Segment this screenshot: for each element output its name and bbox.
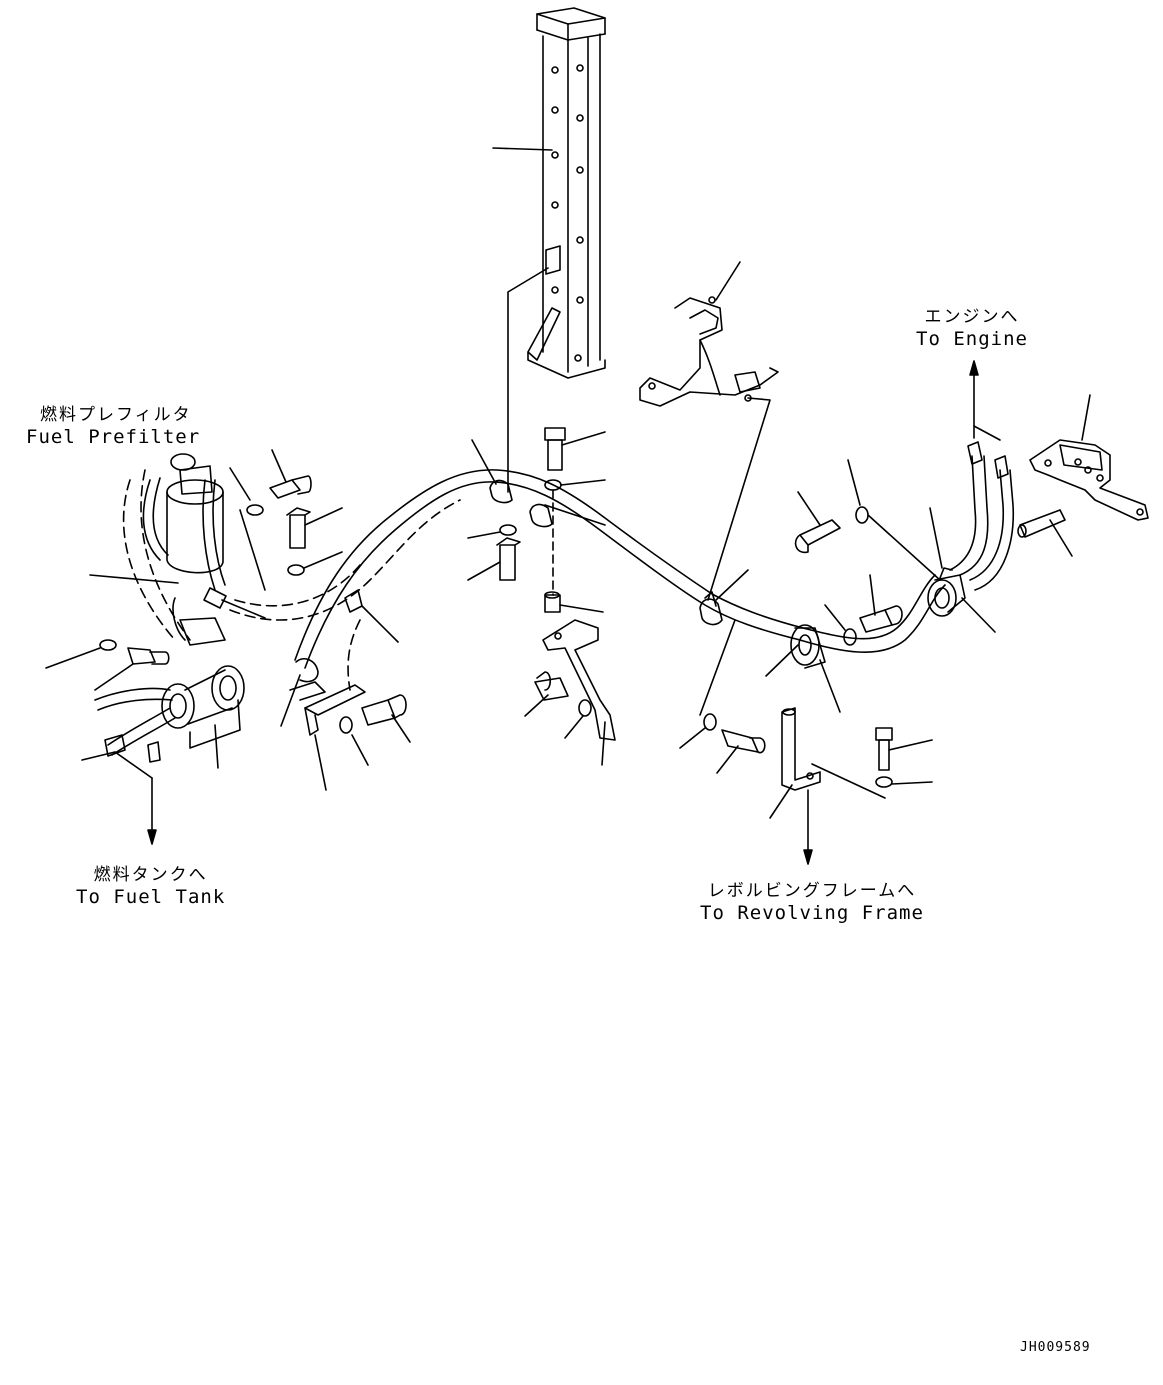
callout-to-revolving-frame-jp: レボルビングフレームへ bbox=[707, 881, 917, 901]
callout-to-engine: エンジンへ To Engine bbox=[916, 306, 1028, 350]
right-fasteners bbox=[796, 460, 940, 787]
callout-to-revolving-frame-en: To Revolving Frame bbox=[700, 902, 924, 924]
upper-bracket-assembly bbox=[640, 262, 778, 600]
fuel-prefilter bbox=[90, 454, 265, 645]
right-center-clamps bbox=[680, 570, 885, 864]
hose-route-guides bbox=[124, 470, 460, 690]
vertical-pillar bbox=[493, 8, 605, 378]
drawing-id: JH009589 bbox=[1020, 1340, 1091, 1355]
main-fuel-hose bbox=[295, 470, 945, 668]
callout-to-fuel-tank-en: To Fuel Tank bbox=[76, 886, 226, 908]
callout-to-engine-jp: エンジンへ bbox=[924, 307, 1020, 327]
center-clamp-assembly bbox=[468, 428, 615, 765]
callout-fuel-prefilter-jp: 燃料プレフィルタ bbox=[40, 405, 192, 425]
engine-connection-assembly bbox=[928, 361, 1148, 632]
callout-to-fuel-tank: 燃料タンクへ To Fuel Tank bbox=[76, 864, 225, 908]
callout-fuel-prefilter: 燃料プレフィルタ Fuel Prefilter bbox=[26, 404, 200, 448]
callout-fuel-prefilter-en: Fuel Prefilter bbox=[26, 426, 201, 448]
fuel-tank-hose-assembly bbox=[46, 640, 244, 844]
callout-to-engine-en: To Engine bbox=[916, 328, 1028, 350]
leader-line bbox=[508, 268, 548, 492]
callout-to-revolving-frame: レボルビングフレームへ To Revolving Frame bbox=[700, 880, 924, 924]
callout-to-fuel-tank-jp: 燃料タンクへ bbox=[93, 865, 208, 885]
center-left-clamps bbox=[247, 450, 410, 790]
